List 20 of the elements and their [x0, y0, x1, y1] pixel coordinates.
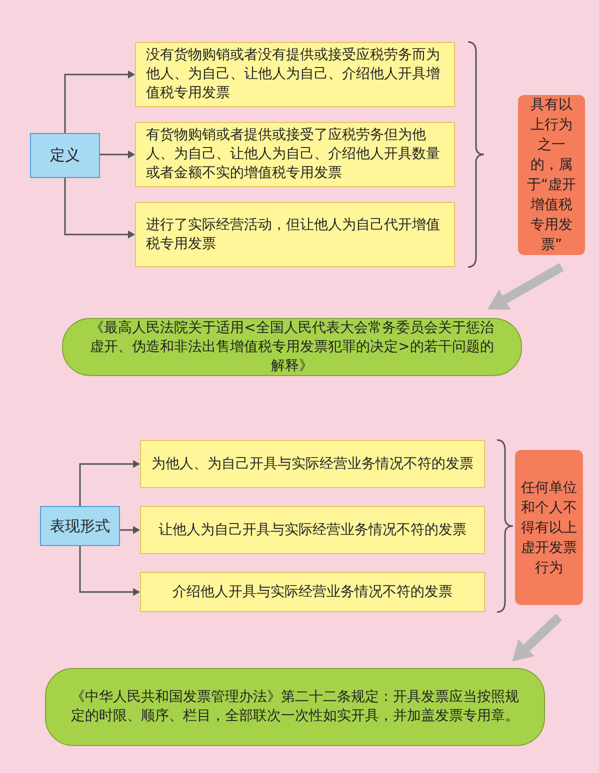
text-box: 介绍他人开具与实际经营业务情况不符的发票	[140, 572, 485, 612]
arrow	[120, 526, 140, 534]
text-box: 为他人、为自己开具与实际经营业务情况不符的发票	[140, 440, 485, 488]
arrow	[79, 460, 140, 506]
citation-banner: 《最高人民法院关于适用<全国人民代表大会常务委员会关于惩治虚开、伪造和非法出售增值税专用发票犯罪的决定>的若干问题的解释》	[62, 318, 522, 376]
text-box: 没有货物购销或者没有提供或接受应税劳务而为他人、为自己、让他人为自己、介绍他人开具增值税专用发票	[135, 42, 455, 107]
arrow	[64, 178, 135, 238]
arrow	[100, 150, 135, 158]
arrow	[64, 70, 135, 133]
arrow	[79, 546, 140, 596]
title-box: 表现形式	[40, 506, 120, 546]
text-box: 有货物购销或者提供或接受了应税劳务但为他人、为自己、让他人为自己、介绍他人开具数量或者金额不实的增值税专用发票	[135, 122, 455, 187]
arrow	[512, 614, 562, 662]
conclusion-box: 具有以上行为之一的，属于“虚开增值税专用发票”	[518, 95, 585, 255]
citation-banner: 《中华人民共和国发票管理办法》第二十二条规定：开具发票应当按照规定的时限、顺序、栏目，全部联次一次性如实开具，并加盖发票专用章。	[45, 668, 545, 746]
text-box: 让他人为自己开具与实际经营业务情况不符的发票	[140, 506, 485, 554]
title-box: 定义	[30, 133, 100, 178]
conclusion-box: 任何单位和个人不得有以上虚开发票行为	[515, 450, 583, 605]
text-box: 进行了实际经营活动，但让他人为自己代开增值税专用发票	[135, 202, 455, 267]
arrow	[488, 263, 564, 310]
